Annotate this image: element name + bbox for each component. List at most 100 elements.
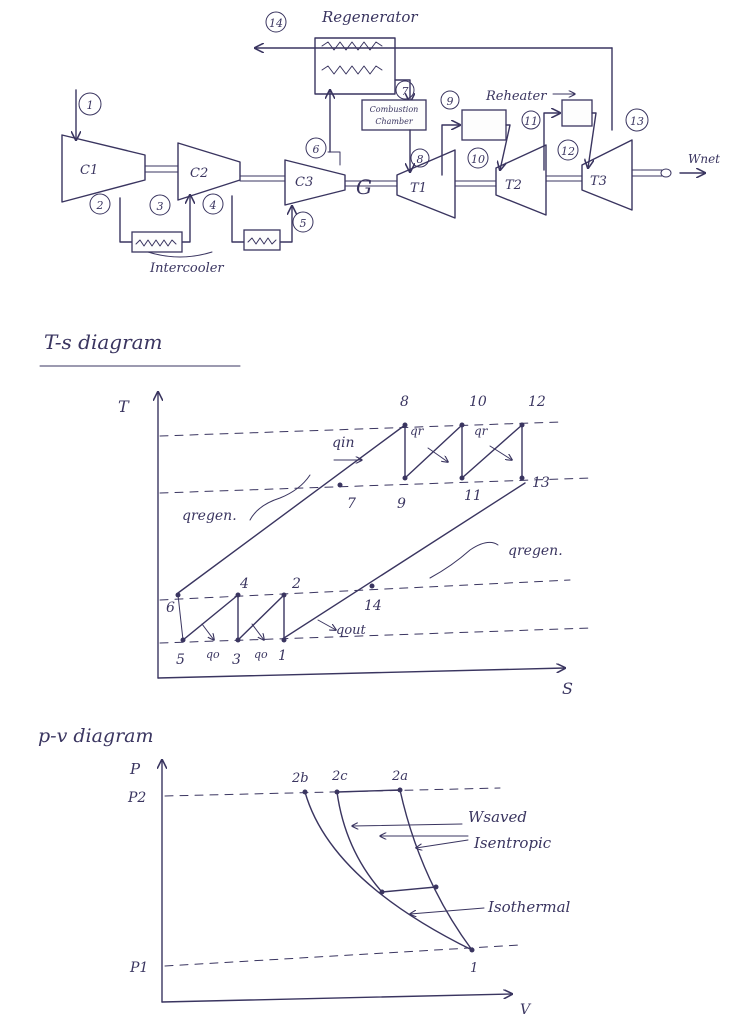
state-11-marker bbox=[521, 110, 541, 130]
pv-p2-label: P2 bbox=[127, 790, 146, 806]
ts-heat-rejection-line bbox=[283, 482, 526, 639]
ts-point-10 bbox=[459, 422, 465, 428]
reheater-2-box bbox=[561, 99, 593, 127]
pv-point-2c bbox=[334, 789, 340, 795]
pv-diagram: p-v diagram P V P2 P1 2b 2c 2a 1 Wsaved … bbox=[38, 725, 571, 1018]
compressor-c1 bbox=[61, 134, 146, 203]
intercooler-brace bbox=[147, 251, 213, 258]
regenerator-box bbox=[314, 37, 396, 95]
state-2-marker bbox=[89, 193, 111, 215]
compressor-c3 bbox=[284, 159, 346, 206]
ts-title: T-s diagram bbox=[44, 330, 163, 354]
ts-heat-addition-line bbox=[177, 424, 406, 594]
ts-label-11: 11 bbox=[464, 488, 482, 504]
ts-label-14: 14 bbox=[364, 598, 382, 614]
output-shaft-end bbox=[660, 168, 672, 178]
pv-isentropic-label: Isentropic bbox=[473, 834, 552, 852]
pv-title: p-v diagram bbox=[38, 725, 154, 747]
ts-point-9 bbox=[402, 475, 408, 481]
line-reheater-to-12 bbox=[588, 112, 597, 168]
compressor-c2 bbox=[177, 142, 241, 201]
regenerator-title: Regenerator bbox=[321, 8, 418, 26]
regenerator-coil-bottom bbox=[321, 65, 383, 75]
ts-point-13 bbox=[519, 475, 525, 481]
state-label-2: 2 bbox=[96, 199, 104, 212]
line-c3-outlet-6 bbox=[327, 151, 341, 166]
state-10-marker bbox=[467, 147, 489, 169]
pv-point-intercool-end bbox=[433, 884, 439, 890]
state-label-8: 8 bbox=[417, 153, 424, 166]
state-5-marker bbox=[292, 211, 314, 233]
ts-qin-label: qin bbox=[332, 435, 354, 451]
state-7-marker bbox=[395, 80, 415, 100]
ts-point-1 bbox=[281, 637, 287, 643]
reheater-label: Reheater bbox=[485, 89, 547, 104]
state-label-13: 13 bbox=[630, 115, 644, 128]
ts-label-6: 6 bbox=[166, 600, 175, 616]
line-9-to-reheater bbox=[441, 125, 460, 176]
pv-p1-label: P1 bbox=[129, 960, 148, 976]
pv-label-1: 1 bbox=[470, 961, 478, 976]
ts-point-7 bbox=[337, 482, 343, 488]
turbine-t2 bbox=[495, 144, 547, 216]
ts-qo2-arrow bbox=[251, 623, 264, 640]
pv-isothermal-curve bbox=[304, 791, 473, 951]
ts-qout-label: qout bbox=[336, 623, 367, 638]
ts-qo2-label: qo bbox=[254, 648, 268, 661]
label-c1: C1 bbox=[80, 163, 98, 178]
ts-x-axis bbox=[157, 668, 565, 679]
ts-point-12 bbox=[519, 422, 525, 428]
pv-point-intercool-start bbox=[379, 889, 385, 895]
label-t3: T3 bbox=[590, 174, 607, 189]
ts-label-2: 2 bbox=[291, 576, 301, 592]
ts-label-13: 13 bbox=[532, 475, 550, 491]
state-label-11: 11 bbox=[524, 115, 538, 128]
pv-y-label: P bbox=[129, 760, 141, 778]
line-regenerator-to-7 bbox=[394, 79, 410, 102]
ts-point-2 bbox=[281, 592, 287, 598]
ts-point-14 bbox=[369, 583, 375, 589]
ts-y-label: T bbox=[118, 397, 130, 416]
ts-label-1: 1 bbox=[278, 648, 287, 664]
pv-x-axis bbox=[161, 994, 512, 1003]
ts-qr1-label: qr bbox=[410, 424, 425, 438]
ts-label-5: 5 bbox=[176, 652, 185, 668]
state-label-3: 3 bbox=[157, 200, 164, 213]
intercooler-label: Intercooler bbox=[149, 261, 224, 276]
ts-isobar-high bbox=[159, 421, 561, 437]
generator-symbol: G bbox=[356, 175, 372, 199]
ts-qout-arrow bbox=[317, 619, 336, 630]
intercooler-2-coil bbox=[247, 237, 277, 245]
ts-isobar-low1 bbox=[159, 627, 591, 644]
combustion-label-1: Combustion bbox=[370, 105, 419, 114]
ts-label-8: 8 bbox=[400, 394, 409, 410]
ts-qregen-right-brace bbox=[429, 541, 499, 579]
state-label-14-top: 14 bbox=[269, 17, 283, 30]
ts-state-5-6-link bbox=[177, 594, 184, 641]
pv-wsaved-label: Wsaved bbox=[468, 808, 527, 826]
pv-isothermal-arrow bbox=[410, 907, 485, 914]
state-label-7: 7 bbox=[402, 85, 409, 98]
pv-wsaved-arrow bbox=[352, 824, 463, 826]
ts-point-3 bbox=[235, 637, 241, 643]
pv-label-2b: 2b bbox=[291, 771, 309, 786]
state-6-marker bbox=[305, 137, 327, 159]
state-4-marker bbox=[202, 193, 224, 215]
ts-isobar-mid bbox=[159, 477, 591, 494]
pv-x-label: V bbox=[520, 1002, 532, 1018]
ts-qo1-arrow bbox=[201, 623, 214, 640]
ts-label-3: 3 bbox=[232, 652, 241, 668]
ts-isobar-low2 bbox=[159, 579, 571, 601]
state-label-6: 6 bbox=[313, 143, 320, 156]
pv-p2-cooling-line bbox=[336, 789, 401, 793]
pv-point-1 bbox=[469, 947, 475, 953]
ts-point-4 bbox=[235, 592, 241, 598]
state-3-marker bbox=[149, 194, 171, 216]
state-label-9: 9 bbox=[447, 95, 454, 108]
ts-qregen-right-label: qregen. bbox=[508, 543, 563, 559]
ts-qregen-left-brace bbox=[249, 474, 311, 521]
state-label-4: 4 bbox=[209, 199, 217, 212]
state-8-marker bbox=[410, 148, 430, 168]
ts-point-11 bbox=[459, 475, 465, 481]
